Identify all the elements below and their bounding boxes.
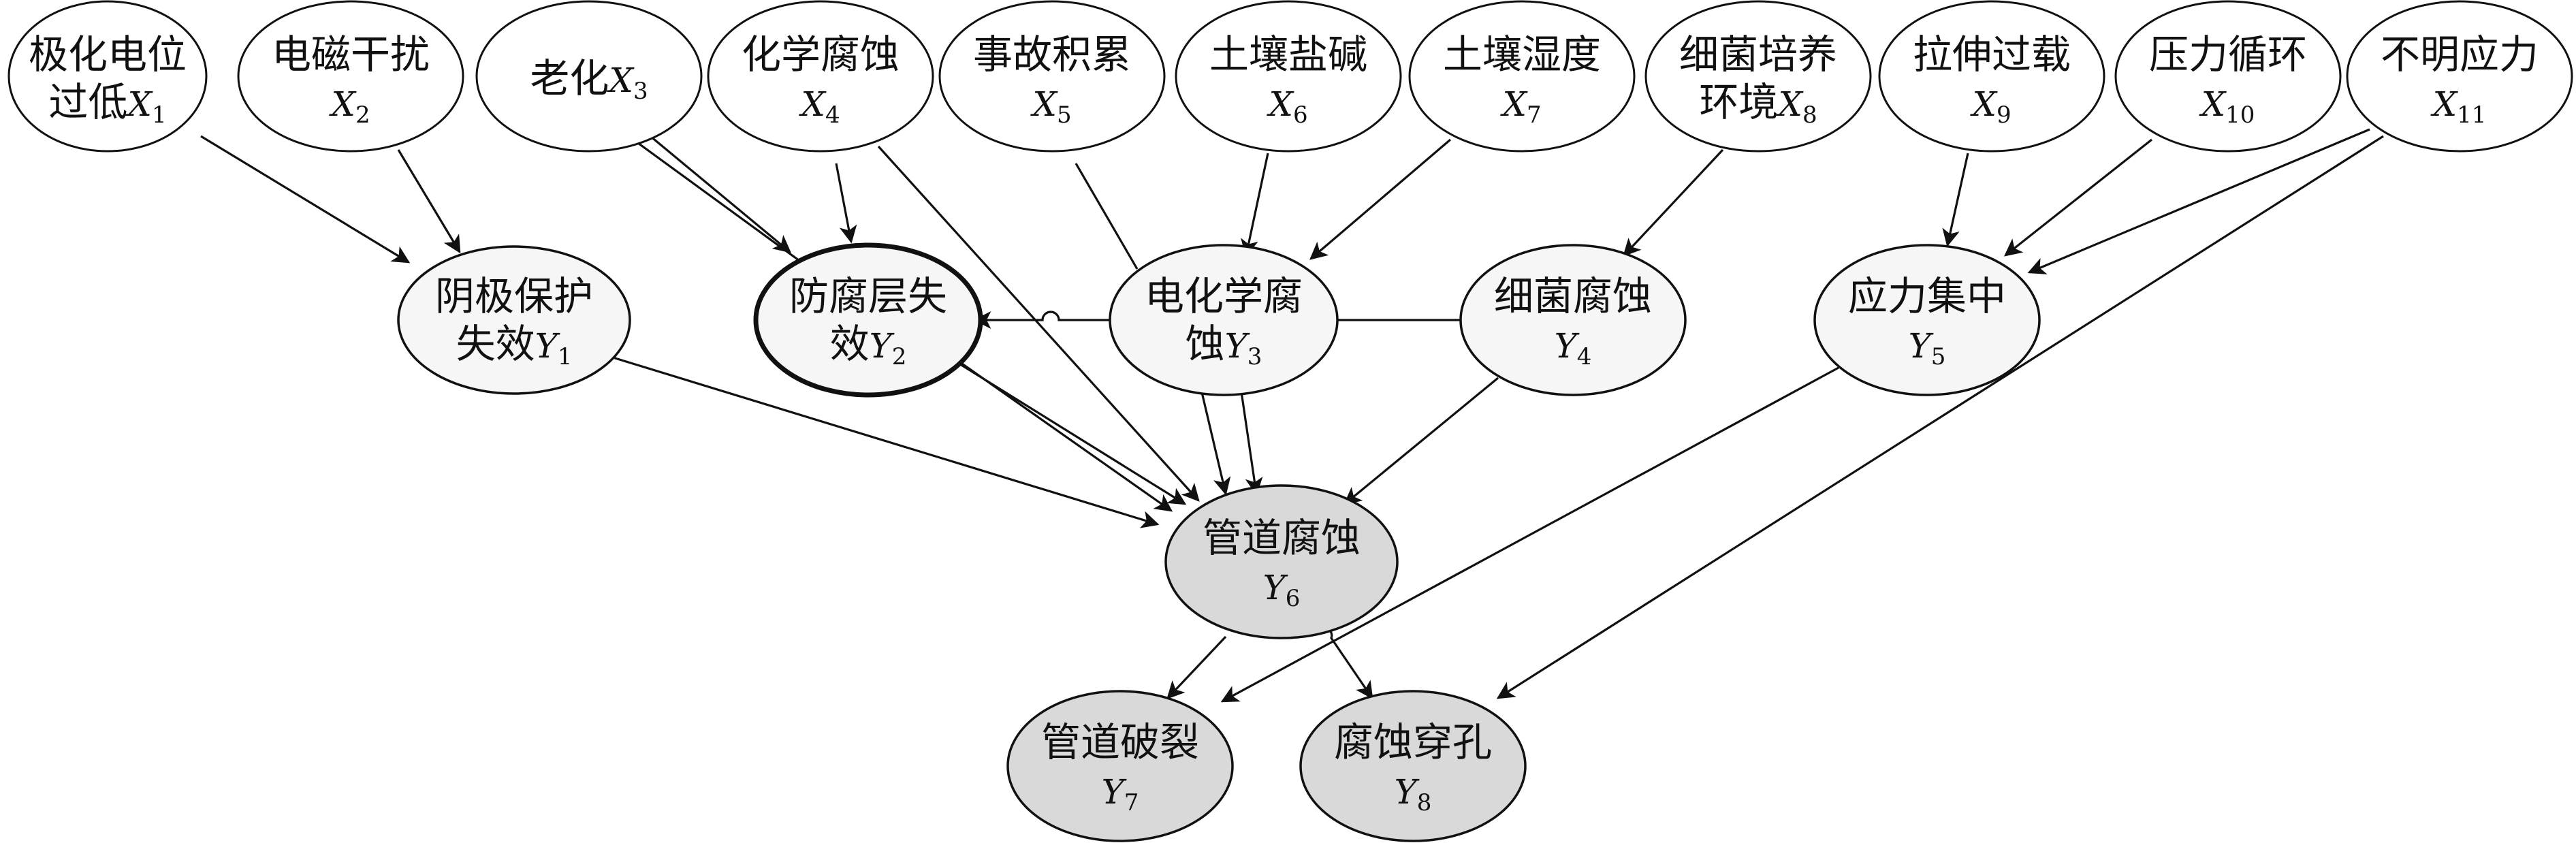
edge-x4-y6 bbox=[877, 145, 1200, 502]
node-x6-label: 土壤盐碱 bbox=[1209, 31, 1367, 78]
node-y1: 阴极保护 失效Y1 bbox=[397, 245, 631, 395]
node-x9: 拉伸过载 X9 bbox=[1878, 0, 2105, 153]
node-y6: 管道腐蚀 Y6 bbox=[1164, 484, 1399, 639]
node-y8-label: 腐蚀穿孔 bbox=[1334, 719, 1492, 765]
edge-x8-y4 bbox=[1623, 148, 1724, 257]
node-x8: 细菌培养 环境X8 bbox=[1644, 0, 1872, 153]
node-y7-sub: Y7 bbox=[1102, 772, 1139, 816]
node-x2-label: 电磁干扰 bbox=[272, 31, 430, 78]
node-x9-label: 拉伸过载 bbox=[1913, 31, 2071, 78]
node-x2: 电磁干扰 X2 bbox=[237, 0, 464, 153]
node-y2-sub: 效Y2 bbox=[830, 321, 907, 370]
edge-y3-y2 bbox=[973, 311, 1110, 329]
node-y6-label: 管道腐蚀 bbox=[1203, 515, 1361, 561]
node-y3: 电化学腐 蚀Y3 bbox=[1109, 244, 1339, 396]
node-x4: 化学腐蚀 X4 bbox=[707, 0, 934, 153]
node-y5: 应力集中 Y5 bbox=[1813, 244, 2041, 396]
node-y2: 防腐层失 效Y2 bbox=[753, 242, 983, 398]
edge-y4-y6 bbox=[1343, 377, 1499, 505]
node-y7: 管道破裂 Y7 bbox=[1006, 690, 1234, 842]
edge-x7-y3 bbox=[1309, 138, 1452, 260]
node-y4-sub: Y4 bbox=[1555, 326, 1592, 370]
edge-y3-y6-b bbox=[1238, 377, 1263, 496]
node-x6: 土壤盐碱 X6 bbox=[1175, 0, 1402, 153]
node-y5-label: 应力集中 bbox=[1848, 273, 2006, 319]
node-x1-sub: 过低X1 bbox=[48, 79, 166, 129]
node-x10: 压力循环 X10 bbox=[2114, 0, 2342, 153]
node-x9-sub: X9 bbox=[1969, 84, 2011, 129]
node-x7-sub: X7 bbox=[1499, 84, 1541, 129]
node-x3-label: 老化X3 bbox=[530, 55, 648, 105]
node-y3-sub: 蚀Y3 bbox=[1186, 321, 1262, 370]
node-x7-label: 土壤湿度 bbox=[1443, 31, 1601, 78]
edge-x4-y2 bbox=[835, 163, 857, 244]
node-x11: 不明应力 X11 bbox=[2346, 0, 2573, 153]
node-x8-sub: 环境X8 bbox=[1699, 79, 1817, 129]
node-x11-sub: X11 bbox=[2430, 84, 2487, 129]
edge-x11-y8 bbox=[1496, 135, 2384, 699]
edge-x11-y5 bbox=[2027, 128, 2370, 274]
node-x10-label: 压力循环 bbox=[2149, 31, 2307, 78]
node-y7-label: 管道破裂 bbox=[1041, 719, 1199, 765]
edge-x10-y5 bbox=[2003, 138, 2152, 257]
node-x11-label: 不明应力 bbox=[2381, 31, 2539, 78]
node-y2-label: 防腐层失 bbox=[789, 273, 947, 319]
edge-y5-y7 bbox=[1220, 366, 1839, 703]
edge-x6-y3 bbox=[1241, 153, 1269, 257]
edge-y6-y8 bbox=[1320, 627, 1373, 700]
edges-layer bbox=[200, 128, 2384, 703]
node-x6-sub: X6 bbox=[1266, 84, 1307, 129]
node-x10-sub: X10 bbox=[2199, 84, 2255, 129]
node-x5-label: 事故积累 bbox=[973, 31, 1131, 78]
node-y6-sub: Y6 bbox=[1263, 568, 1301, 612]
edge-y1-y6 bbox=[612, 356, 1160, 528]
node-y8: 腐蚀穿孔 Y8 bbox=[1299, 690, 1527, 842]
edge-x2-y1 bbox=[397, 149, 461, 254]
nodes-layer: 极化电位 过低X1 电磁干扰 X2 老化X3 化学腐蚀 X4 bbox=[7, 0, 2573, 842]
node-x4-label: 化学腐蚀 bbox=[742, 31, 900, 78]
node-y1-label: 阴极保护 bbox=[435, 273, 593, 319]
edge-x5-y3 bbox=[1075, 163, 1139, 270]
node-x1-label: 极化电位 bbox=[29, 31, 187, 78]
node-y4: 细菌腐蚀 Y4 bbox=[1459, 244, 1687, 396]
node-x1: 极化电位 过低X1 bbox=[7, 0, 208, 153]
node-y1-sub: 失效Y1 bbox=[456, 321, 573, 370]
node-y3-label: 电化学腐 bbox=[1145, 273, 1303, 319]
node-x5-sub: X5 bbox=[1030, 84, 1071, 129]
node-y8-sub: Y8 bbox=[1395, 772, 1432, 816]
node-x4-sub: X4 bbox=[798, 84, 840, 129]
node-y5-sub: Y5 bbox=[1909, 326, 1946, 370]
edge-x3-y2-a bbox=[649, 135, 792, 253]
edge-y3-y6-a bbox=[1197, 377, 1231, 496]
edge-x1-y1 bbox=[200, 135, 411, 264]
node-x7: 土壤湿度 X7 bbox=[1408, 0, 1636, 153]
node-x2-sub: X2 bbox=[328, 84, 370, 129]
edge-y6-y7 bbox=[1166, 635, 1227, 699]
node-x5: 事故积累 X5 bbox=[938, 0, 1166, 153]
node-x8-label: 细菌培养 bbox=[1679, 31, 1837, 78]
node-x3: 老化X3 bbox=[475, 0, 703, 153]
node-y4-label: 细菌腐蚀 bbox=[1494, 273, 1652, 319]
edge-x9-y5 bbox=[1942, 153, 1969, 247]
